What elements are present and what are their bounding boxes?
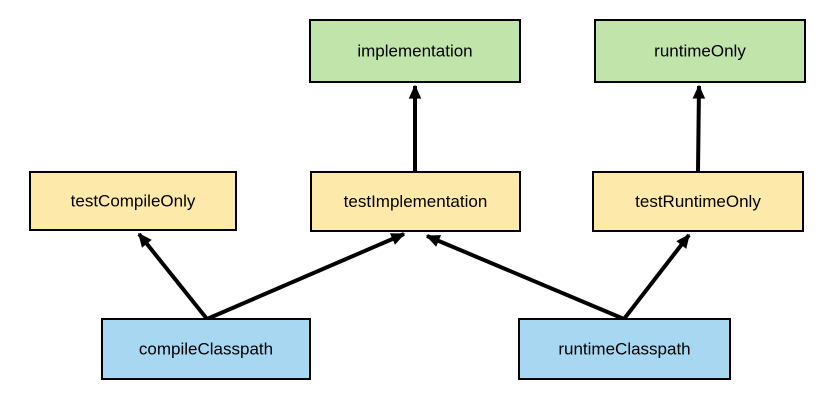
node-label-testCompileOnly: testCompileOnly — [71, 192, 196, 211]
node-runtimeClasspath: runtimeClasspath — [518, 318, 731, 380]
node-label-testRuntimeOnly: testRuntimeOnly — [635, 192, 761, 211]
node-box-runtimeOnly — [594, 19, 806, 83]
edges-layer — [137, 84, 706, 321]
edge-testRuntimeOnly-to-runtimeOnly — [692, 84, 706, 173]
node-implementation: implementation — [309, 19, 521, 83]
node-testCompileOnly: testCompileOnly — [29, 171, 237, 231]
edge-compileClasspath-to-testCompileOnly — [137, 232, 209, 321]
edge-compileClasspath-to-testImplementation — [206, 232, 406, 321]
node-box-runtimeClasspath — [518, 318, 731, 380]
node-box-testCompileOnly — [29, 171, 237, 231]
nodes-layer: implementation runtimeOnly testCompileOnly… — [29, 19, 806, 380]
node-runtimeOnly: runtimeOnly — [594, 19, 806, 83]
node-box-testImplementation — [310, 171, 521, 232]
node-label-compileClasspath: compileClasspath — [139, 340, 273, 359]
node-box-compileClasspath — [101, 318, 311, 380]
node-label-runtimeOnly: runtimeOnly — [654, 42, 746, 61]
node-label-runtimeClasspath: runtimeClasspath — [558, 340, 690, 359]
edge-runtimeClasspath-to-testImplementation — [425, 234, 625, 321]
node-label-testImplementation: testImplementation — [344, 192, 488, 211]
node-testImplementation: testImplementation — [310, 171, 521, 232]
node-box-testRuntimeOnly — [592, 171, 804, 232]
node-compileClasspath: compileClasspath — [101, 318, 311, 380]
edge-runtimeClasspath-to-testRuntimeOnly — [622, 233, 691, 321]
node-label-implementation: implementation — [357, 42, 472, 61]
node-testRuntimeOnly: testRuntimeOnly — [592, 171, 804, 232]
node-box-implementation — [309, 19, 521, 83]
